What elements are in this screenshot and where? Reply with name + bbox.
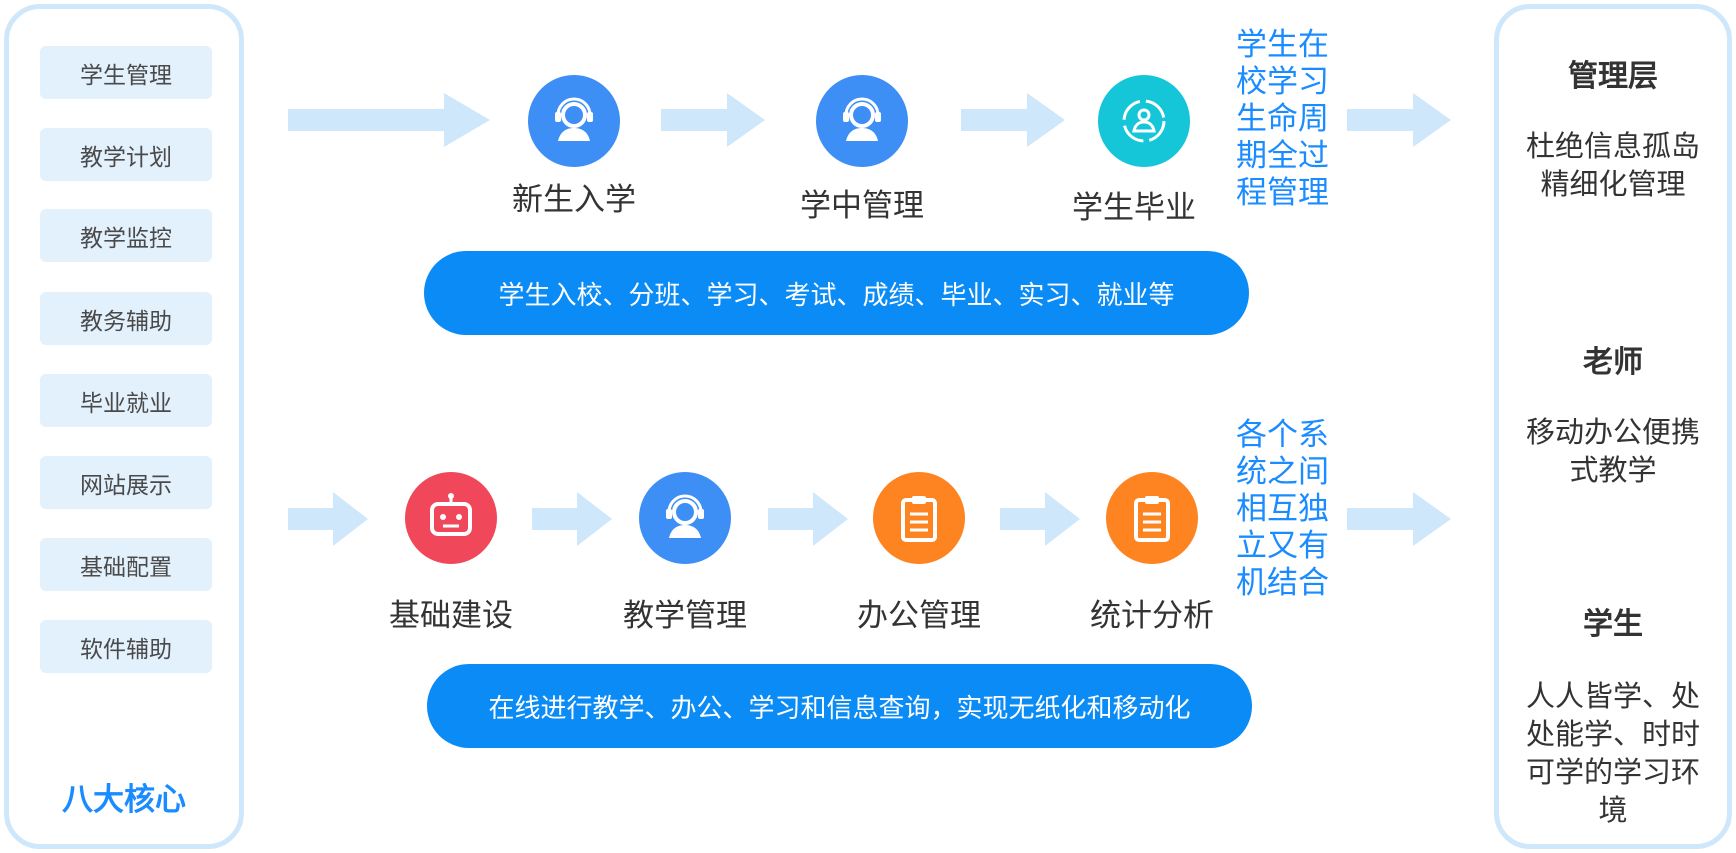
role-text-teacher: 移动办公便携式教学: [1525, 415, 1700, 487]
arrow-right-icon: [532, 492, 612, 546]
arrow-right-icon: [1347, 93, 1451, 147]
role-text-student: 人人皆学、处处能学、时时可学的学习环境: [1525, 679, 1700, 827]
headset-user-icon: [816, 75, 908, 167]
node-label-infrastructure: 基础建设: [389, 598, 513, 634]
headset-user-icon: [639, 472, 731, 564]
core-item-software-assist: 软件辅助: [40, 620, 212, 673]
node-label-statistics-analysis: 统计分析: [1090, 598, 1214, 634]
user-cycle-icon: [1098, 75, 1190, 167]
robot-icon: [405, 472, 497, 564]
roles-panel: 管理层 杜绝信息孤岛精细化管理 老师 移动办公便携式教学 学生 人人皆学、处处能…: [1494, 4, 1732, 849]
arrow-right-icon: [961, 93, 1065, 147]
row2-pill: 在线进行教学、办公、学习和信息查询，实现无纸化和移动化: [427, 664, 1252, 748]
core-item-basic-config: 基础配置: [40, 538, 212, 591]
core-item-student-management: 学生管理: [40, 46, 212, 99]
arrow-right-icon: [1000, 492, 1080, 546]
row2-summary-text: 各个系统之间相互独立又有机结合: [1236, 417, 1329, 601]
node-label-office-management: 办公管理: [857, 598, 981, 634]
node-label-new-enrollment: 新生入学: [512, 182, 636, 218]
node-label-graduation: 学生毕业: [1072, 190, 1196, 226]
row1-summary-text: 学生在校学习生命周期全过程管理: [1236, 27, 1329, 211]
role-text-management: 杜绝信息孤岛精细化管理: [1525, 129, 1700, 201]
arrow-right-icon: [288, 93, 490, 147]
arrow-right-icon: [768, 492, 848, 546]
role-title-teacher: 老师: [1583, 345, 1643, 380]
row1-pill: 学生入校、分班、学习、考试、成绩、毕业、实习、就业等: [424, 251, 1249, 335]
arrow-right-icon: [1347, 492, 1451, 546]
headset-user-icon: [528, 75, 620, 167]
clipboard-icon: [1106, 472, 1198, 564]
clipboard-icon: [873, 472, 965, 564]
core-item-website-display: 网站展示: [40, 456, 212, 509]
role-title-management: 管理层: [1568, 59, 1658, 94]
node-label-in-school-management: 学中管理: [800, 188, 924, 224]
core-item-academic-assist: 教务辅助: [40, 292, 212, 345]
node-label-teaching-management: 教学管理: [623, 598, 747, 634]
core-item-teaching-plan: 教学计划: [40, 128, 212, 181]
arrow-right-icon: [661, 93, 765, 147]
role-title-student: 学生: [1583, 607, 1643, 642]
core-title: 八大核心: [62, 782, 186, 818]
core-item-graduation-employment: 毕业就业: [40, 374, 212, 427]
core-item-teaching-monitor: 教学监控: [40, 209, 212, 262]
core-panel: 学生管理 教学计划 教学监控 教务辅助 毕业就业 网站展示 基础配置 软件辅助 …: [4, 4, 244, 849]
arrow-right-icon: [288, 492, 368, 546]
